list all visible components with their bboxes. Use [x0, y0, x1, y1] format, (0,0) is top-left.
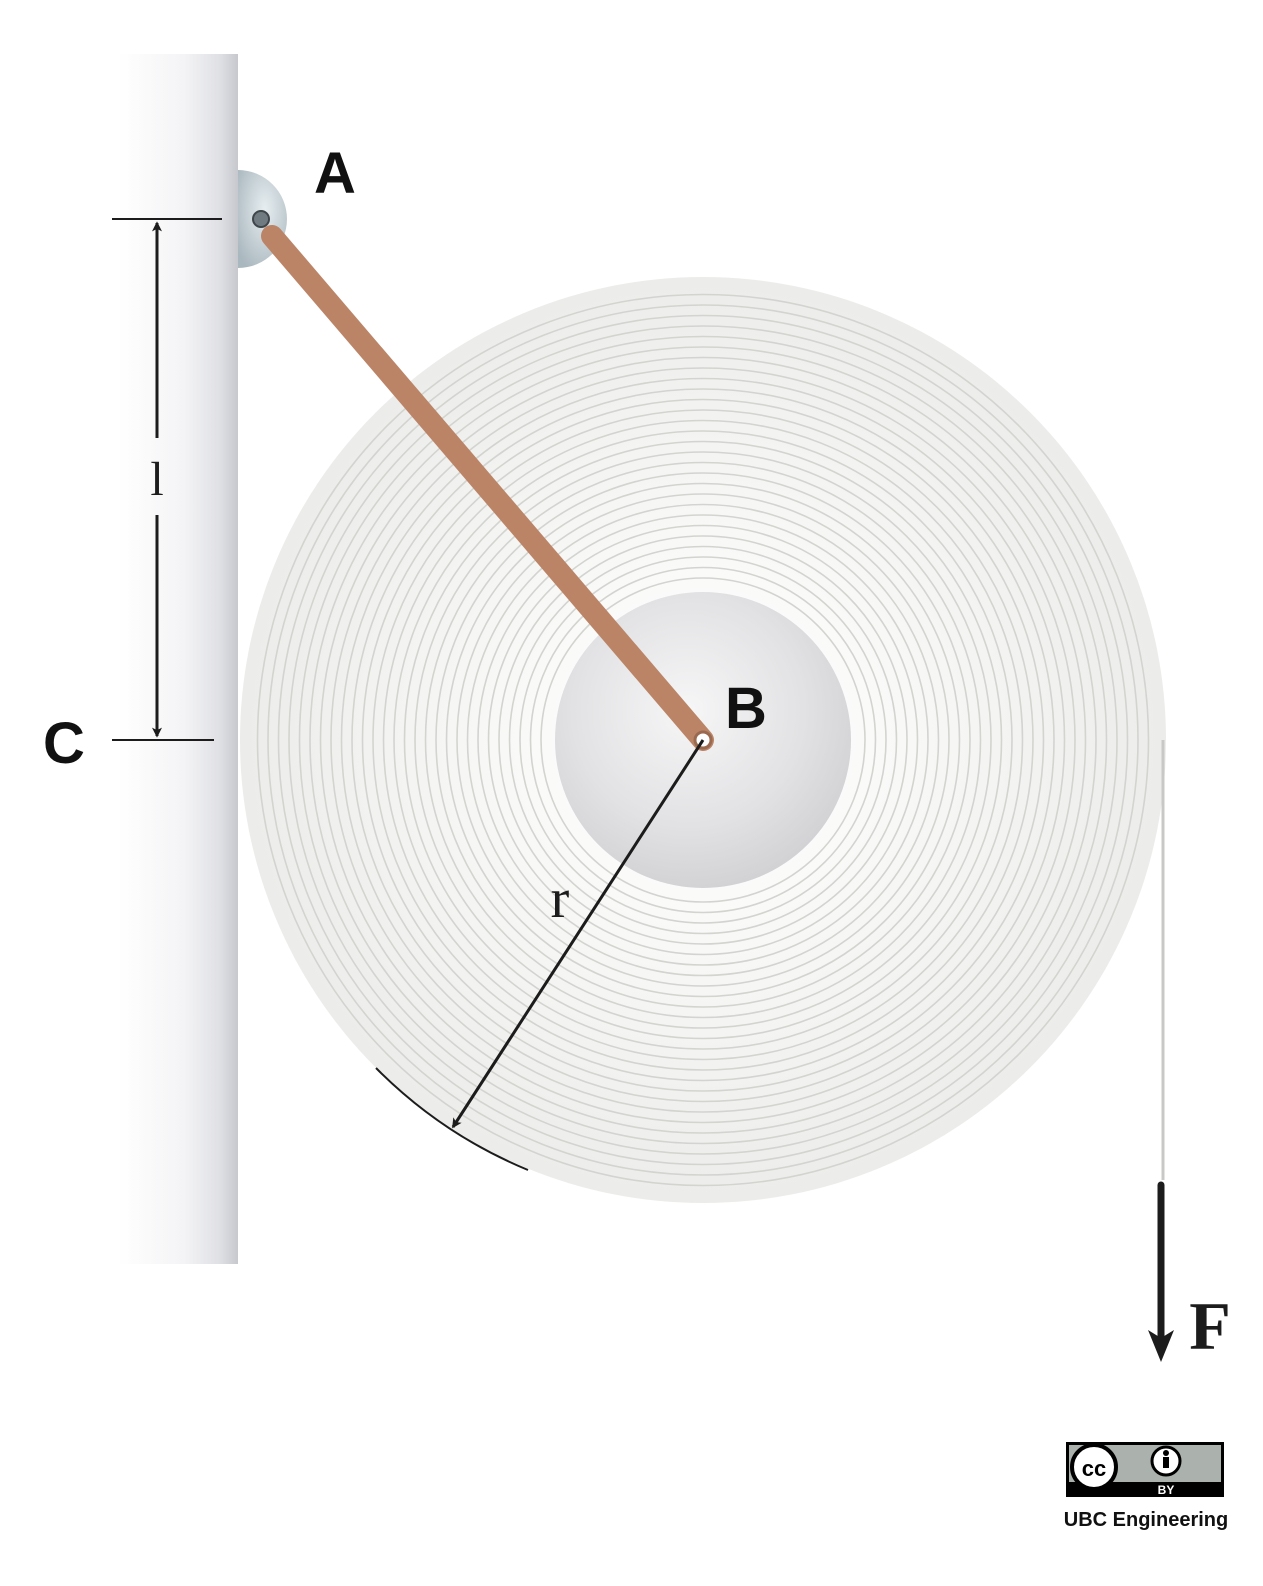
roll-winding-line: [445, 482, 961, 998]
roll-winding-line: [456, 493, 950, 987]
label-force: F: [1189, 1288, 1231, 1364]
roll-winding-line: [382, 419, 1024, 1061]
roll-winding-line: [319, 356, 1087, 1124]
label-point-a: A: [314, 141, 356, 206]
roll-winding-line: [351, 388, 1055, 1092]
roll-winding-line: [519, 556, 887, 924]
radius-arc-tick: [375, 1067, 529, 1171]
cc-text: cc: [1082, 1456, 1106, 1481]
label-radius: r: [551, 868, 570, 930]
roll-winding-line: [414, 451, 992, 1029]
roll-winding-line: [288, 325, 1118, 1155]
roll-winding-line: [466, 503, 940, 977]
roll-winding-line: [298, 335, 1108, 1145]
roll-winding-line: [361, 398, 1045, 1082]
roll-winding-line: [393, 430, 1013, 1050]
label-length: l: [150, 453, 163, 506]
roll-winding-lines: [256, 293, 1150, 1187]
roll-winding-line: [424, 461, 982, 1019]
dimension-l: l: [112, 218, 222, 741]
rod-ab: [261, 225, 714, 751]
roll-winding-line: [330, 367, 1076, 1113]
roll-winding-line: [372, 409, 1034, 1071]
roll-winding-line: [487, 524, 919, 956]
roll-winding-line: [498, 535, 908, 945]
credit-text: UBC Engineering: [1064, 1509, 1228, 1531]
by-text: BY: [1158, 1483, 1175, 1497]
roll-winding-line: [477, 514, 929, 966]
roll-winding-line: [540, 577, 866, 903]
label-point-b: B: [725, 676, 767, 741]
roll-winding-line: [277, 314, 1129, 1166]
radius-r: r: [375, 739, 705, 1171]
license-badge: cc BY: [1066, 1442, 1224, 1497]
roll-winding-line: [267, 304, 1139, 1176]
force-arrowhead: [1148, 1330, 1174, 1362]
wall: [118, 54, 238, 1264]
attribution-person-icon: [1150, 1445, 1182, 1477]
creative-commons-icon: [1070, 1443, 1118, 1491]
roll-winding-line: [403, 440, 1003, 1040]
roll-winding-line: [529, 566, 877, 914]
roll-winding-line: [309, 346, 1097, 1134]
roll-winding-line: [256, 293, 1150, 1187]
roll-winding-line: [435, 472, 971, 1008]
hinge-pin-icon: [252, 210, 270, 228]
roll-winding-line: [340, 377, 1066, 1103]
radius-arrow: [451, 739, 705, 1129]
roll-winding-line: [508, 545, 898, 935]
label-point-c: C: [43, 711, 85, 776]
force-f: F: [1148, 1181, 1231, 1364]
